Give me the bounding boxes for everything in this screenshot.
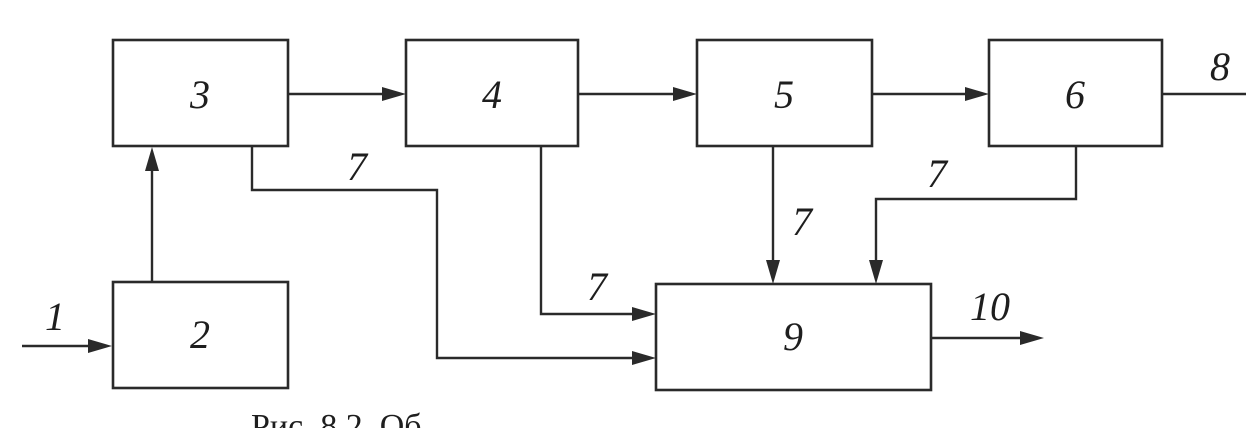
- block-5-label: 5: [774, 72, 794, 117]
- label-output-10: 10: [970, 284, 1010, 329]
- block-2: 2: [111, 280, 290, 390]
- arrow-block-2-to-block-3: [145, 147, 159, 282]
- arrow-block-6-to-block-9: [869, 146, 1078, 284]
- block-2-label: 2: [190, 312, 210, 357]
- arrow-block-9-output-10: [931, 331, 1044, 345]
- label-flow-7-block-4: 7: [587, 264, 609, 309]
- block-6-label: 6: [1065, 72, 1085, 117]
- block-3: 3: [111, 38, 290, 148]
- arrow-block-5-to-block-9: [766, 146, 780, 284]
- label-input-1: 1: [45, 294, 65, 339]
- arrow-block-4-to-block-9: [539, 146, 656, 321]
- label-flow-7-block-5: 7: [792, 199, 814, 244]
- label-flow-7-block-6: 7: [927, 151, 949, 196]
- figure-caption: Рис. 8.2. Об: [251, 408, 422, 428]
- label-output-8: 8: [1210, 44, 1230, 89]
- block-4: 4: [404, 38, 580, 148]
- label-flow-7-block-3: 7: [347, 144, 369, 189]
- arrow-block-4-to-block-5: [578, 87, 697, 101]
- arrow-input-to-block-2: [22, 339, 112, 353]
- block-4-label: 4: [482, 72, 502, 117]
- arrow-block-5-to-block-6: [872, 87, 989, 101]
- arrow-block-3-to-block-9: [250, 146, 656, 365]
- block-6: 6: [987, 38, 1164, 148]
- block-9-label: 9: [783, 314, 803, 359]
- block-3-label: 3: [189, 72, 210, 117]
- arrow-block-3-to-block-4: [288, 87, 406, 101]
- block-9: 9: [654, 282, 933, 392]
- block-5: 5: [695, 38, 874, 148]
